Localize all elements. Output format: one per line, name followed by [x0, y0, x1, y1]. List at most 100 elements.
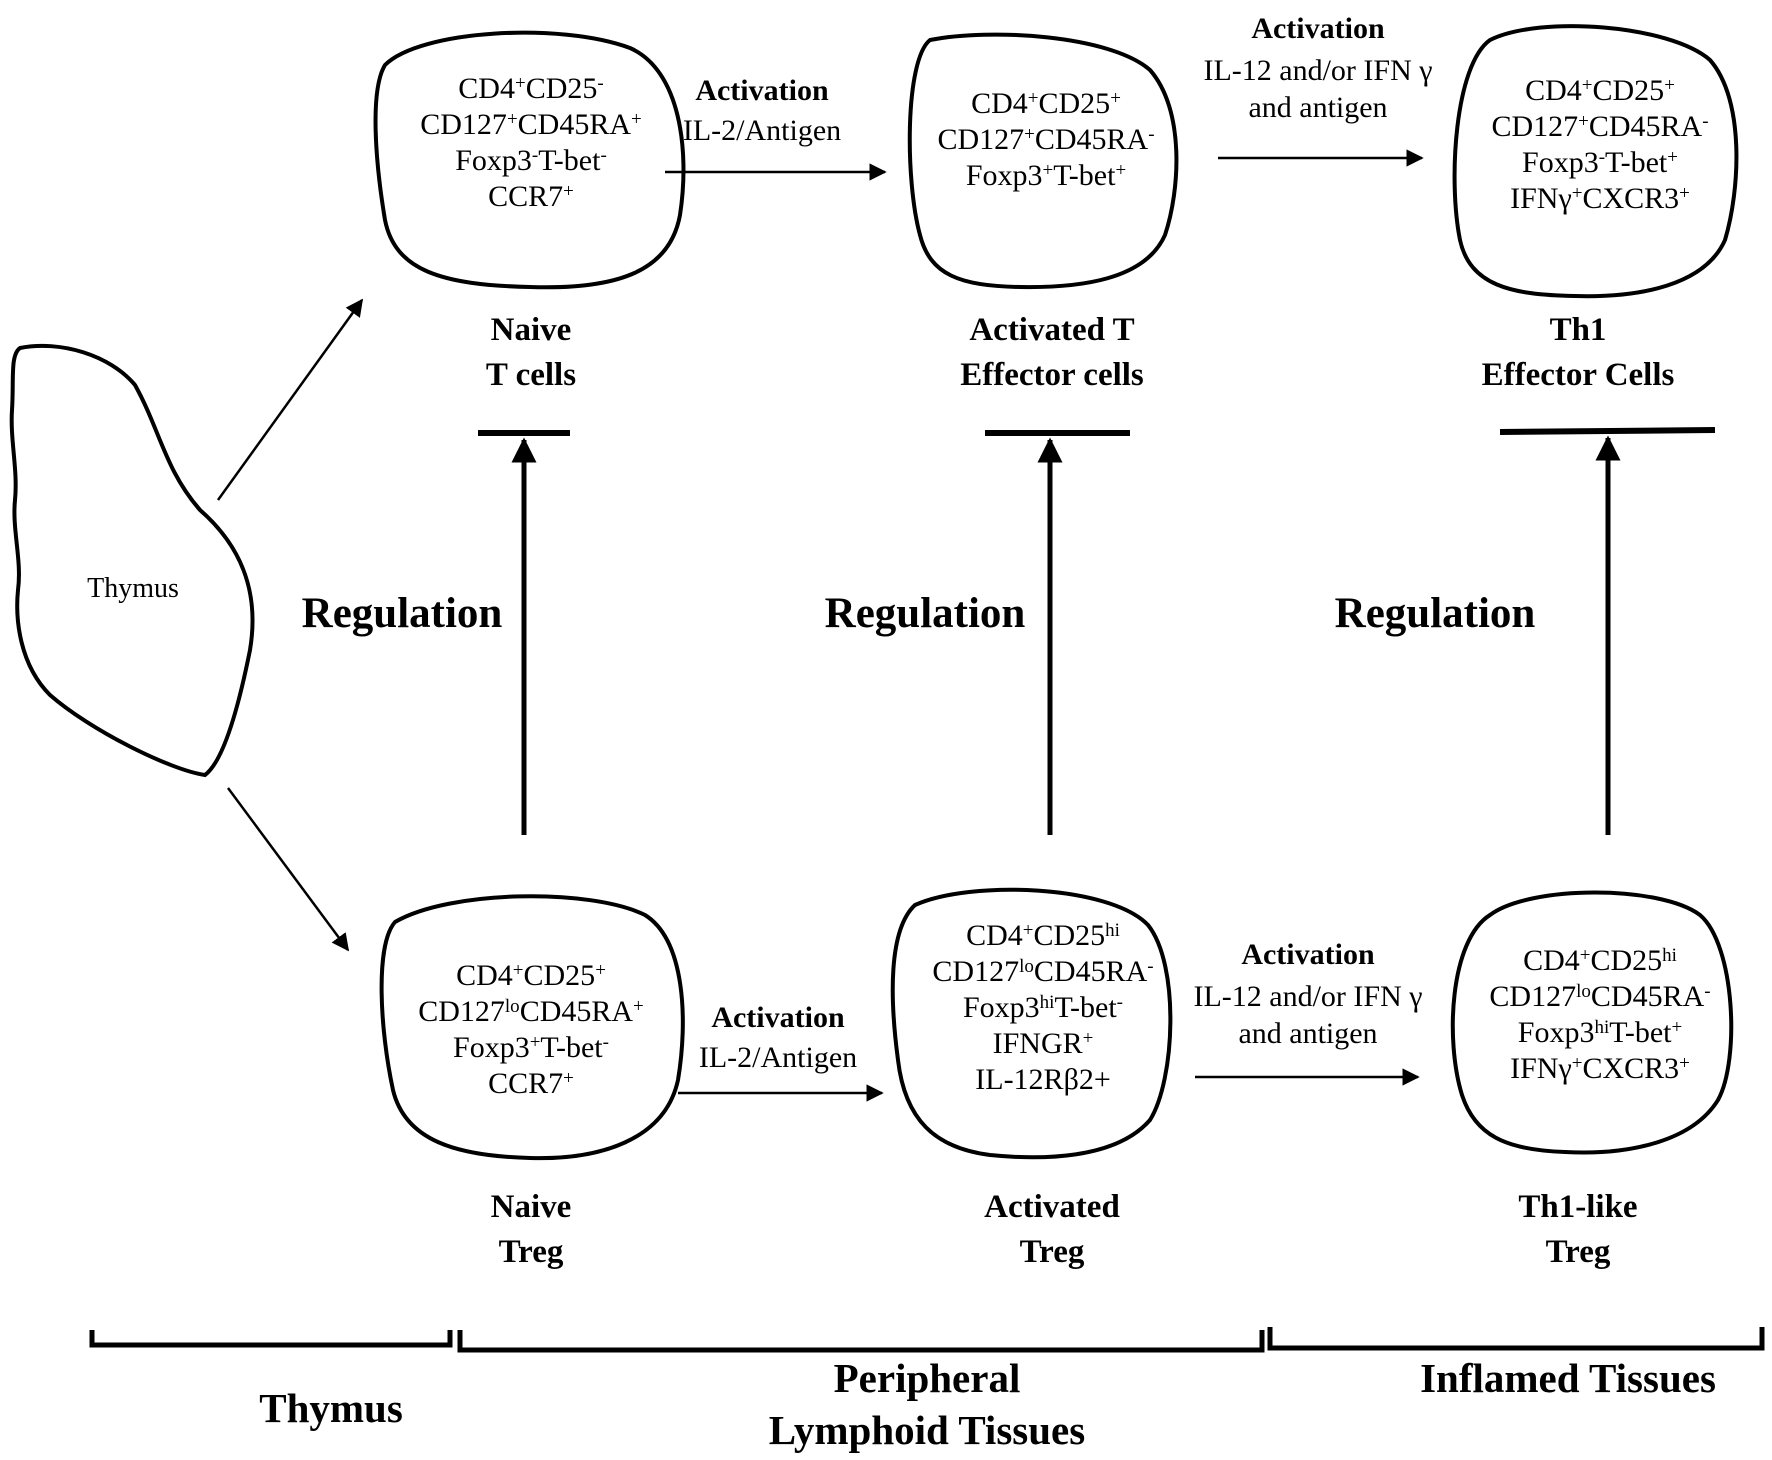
marker-text: IFNγ [1510, 1052, 1572, 1085]
marker-text: CD25 [1590, 944, 1662, 977]
marker-text: CD127 [937, 123, 1024, 156]
marker-text: T-bet [540, 1031, 603, 1064]
text-line: Naive [491, 312, 572, 348]
marker-line: Foxp3-T-bet+ [1522, 146, 1678, 179]
marker-text: CD45RA [1034, 955, 1148, 988]
marker-superscript: + [563, 181, 574, 202]
marker-text: Foxp3 [1518, 1016, 1595, 1049]
marker-line: IFNγ+CXCR3+ [1510, 182, 1690, 215]
marker-text: T-bet [538, 144, 601, 177]
marker-text: CD4 [1523, 944, 1580, 977]
marker-text: CD127 [1489, 980, 1576, 1013]
activation-top-2-title: Activation [1251, 12, 1385, 45]
text-line: Treg [499, 1234, 564, 1270]
thymus-to-naive-t-arrow [216, 298, 364, 501]
marker-superscript: - [1148, 124, 1154, 145]
thymus-outline [9, 343, 255, 778]
text-line: Thymus [259, 1385, 403, 1431]
marker-text: CD25 [1039, 87, 1111, 120]
marker-text: CCR7 [488, 180, 563, 213]
marker-text: Foxp3 [966, 159, 1043, 192]
cell-naive-treg: CD4+CD25+CD127loCD45RA+Foxp3+T-bet-CCR7+ [379, 894, 685, 1161]
cell-th1-outline [1452, 24, 1739, 299]
marker-superscript: - [600, 145, 606, 166]
marker-text: CD45RA [1589, 110, 1703, 143]
marker-superscript: + [633, 996, 644, 1017]
marker-text: CD45RA [1591, 980, 1705, 1013]
regulation-right: Regulation [1335, 427, 1716, 835]
marker-text: CD4 [966, 919, 1023, 952]
marker-line: Foxp3+T-bet- [453, 1031, 609, 1064]
bracket-peripheral [457, 1330, 1265, 1353]
marker-superscript: + [1115, 160, 1126, 181]
marker-superscript: + [515, 73, 526, 94]
activation-bottom-2-title: Activation [1241, 938, 1375, 971]
marker-superscript: + [595, 960, 606, 981]
marker-text: CD45RA [518, 108, 632, 141]
marker-text: CD127 [932, 955, 1019, 988]
marker-superscript: + [513, 960, 524, 981]
marker-text: CD4 [456, 959, 513, 992]
marker-superscript: + [1664, 75, 1675, 96]
marker-superscript: hi [1105, 920, 1120, 941]
activation-bottom-1-detail: IL-2/Antigen [699, 1041, 857, 1074]
text-line: IL-12 and/or IFN γ [1203, 54, 1432, 87]
marker-text: CD127 [1491, 110, 1578, 143]
marker-superscript: + [631, 109, 642, 130]
text-line: Inflamed Tissues [1420, 1355, 1716, 1401]
marker-text: CD25 [526, 72, 598, 105]
marker-text: T-bet [1609, 1016, 1672, 1049]
text-line: Lymphoid Tissues [769, 1407, 1085, 1453]
marker-text: CD4 [971, 87, 1028, 120]
marker-text: CD45RA [1035, 123, 1149, 156]
marker-superscript: - [597, 73, 603, 94]
cell-naive-treg-outline [379, 894, 685, 1161]
text-line: Effector cells [960, 357, 1144, 393]
text-line: IL-2/Antigen [699, 1041, 857, 1074]
marker-superscript: lo [505, 996, 520, 1017]
marker-superscript: + [1023, 920, 1034, 941]
marker-superscript: + [1578, 111, 1589, 132]
regulation-left-label: Regulation [302, 590, 503, 637]
regulation-right-label: Regulation [1335, 590, 1536, 637]
marker-superscript: + [1582, 75, 1593, 96]
marker-superscript: lo [1019, 956, 1034, 977]
marker-superscript: + [1671, 1017, 1682, 1038]
marker-line: IFNγ+CXCR3+ [1510, 1052, 1690, 1085]
cell-th1-like-treg-outline [1450, 890, 1734, 1155]
marker-line: CD127+CD45RA- [1491, 110, 1708, 143]
cell-activated-t-markers: CD4+CD25+CD127+CD45RA-Foxp3+T-bet+ [937, 87, 1154, 192]
marker-superscript: + [1667, 147, 1678, 168]
marker-text: CD127 [418, 995, 505, 1028]
text-line: Effector Cells [1482, 357, 1675, 393]
marker-text: CD25 [524, 959, 596, 992]
bracket-inflamed [1267, 1327, 1765, 1351]
marker-superscript: lo [1576, 981, 1591, 1002]
cell-th1: CD4+CD25+CD127+CD45RA-Foxp3-T-bet+IFNγ+C… [1452, 24, 1739, 299]
cell-naive-t-outline [373, 30, 686, 290]
marker-superscript: + [1083, 1028, 1094, 1049]
marker-text: CD127 [420, 108, 507, 141]
cell-naive-t: CD4+CD25-CD127+CD45RA+Foxp3-T-bet-CCR7+ [373, 30, 686, 290]
marker-superscript: - [1704, 981, 1710, 1002]
marker-text: Foxp3 [963, 991, 1040, 1024]
marker-line: CD127+CD45RA+ [420, 108, 641, 141]
text-line: Treg [1546, 1234, 1611, 1270]
marker-line: CD127loCD45RA- [1489, 980, 1710, 1013]
marker-superscript: + [1572, 1053, 1583, 1074]
marker-line: CD4+CD25+ [456, 959, 606, 992]
marker-text: CD25 [1593, 74, 1665, 107]
regulation-right-bar [1499, 427, 1716, 435]
text-line: Activated T [969, 312, 1134, 348]
text-line: IL-2/Antigen [683, 114, 841, 147]
marker-line: CD127+CD45RA- [937, 123, 1154, 156]
marker-superscript: hi [1594, 1017, 1609, 1038]
thymus-organ-label: Thymus [87, 573, 179, 604]
marker-line: Foxp3hiT-bet+ [1518, 1016, 1682, 1049]
